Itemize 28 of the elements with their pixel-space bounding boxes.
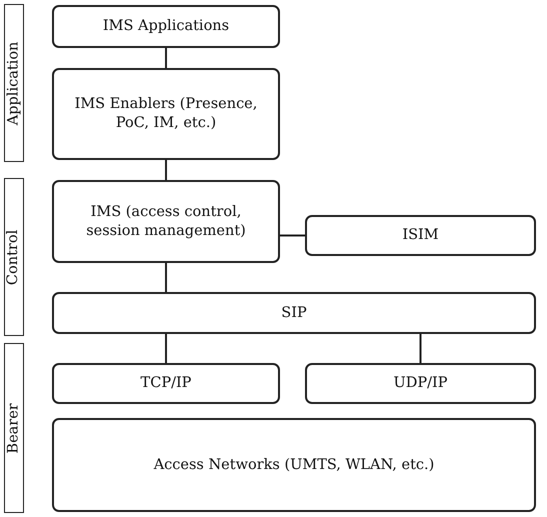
layer-box	[305, 215, 536, 256]
connector-line	[165, 48, 167, 68]
box-label: SIP	[280, 304, 308, 322]
box-label: IMS Applications	[102, 17, 230, 36]
layer-label: Bearer	[4, 402, 23, 454]
box-label: Access Networks (UMTS, WLAN, etc.)	[152, 456, 436, 474]
box-label: UDP/IP	[392, 374, 448, 393]
layer-label: Application	[4, 41, 23, 125]
box-label: TCP/IP	[140, 374, 192, 393]
layer-label-box	[4, 343, 24, 513]
connector-line	[165, 160, 167, 180]
connector-line	[165, 263, 167, 292]
connector-line	[420, 334, 422, 363]
box-label: IMS (access control, session management)	[85, 202, 247, 240]
layer-label: Control	[4, 229, 23, 285]
connector-line	[165, 334, 167, 363]
box-label: ISIM	[401, 226, 440, 245]
layer-box	[52, 68, 280, 160]
layer-label-box	[4, 4, 24, 162]
layer-box	[52, 180, 280, 263]
layer-box	[305, 363, 536, 404]
box-label: IMS Enablers (Presence, PoC, IM, etc.)	[74, 95, 258, 133]
layer-box	[52, 363, 280, 404]
layer-box	[52, 5, 280, 48]
layer-box	[52, 292, 536, 334]
layer-box	[52, 418, 536, 512]
connector-line	[280, 234, 305, 236]
layer-label-box	[4, 178, 24, 336]
